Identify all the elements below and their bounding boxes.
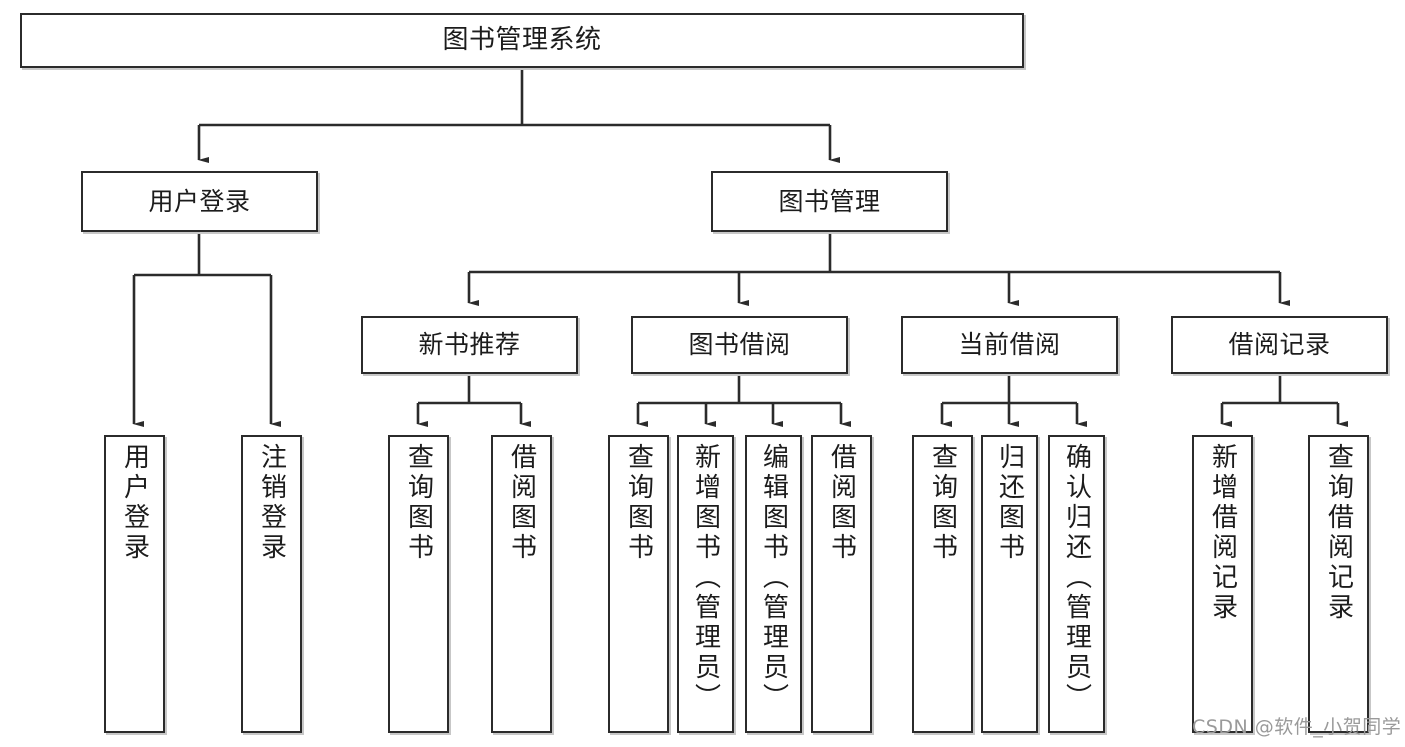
node-label: 当前借阅 bbox=[958, 330, 1061, 359]
node-label: 注销登录 bbox=[256, 443, 287, 563]
node-leaf-logout-login[interactable]: 注销登录 bbox=[241, 435, 302, 733]
node-label: 图书管理 bbox=[778, 186, 881, 216]
node-label: 归还图书 bbox=[994, 443, 1025, 563]
node-leaf-add-borrow-record[interactable]: 新增借阅记录 bbox=[1192, 435, 1253, 733]
node-label: 编辑图书（管理员） bbox=[758, 443, 789, 713]
node-label: 借阅图书 bbox=[506, 443, 537, 563]
node-leaf-add-book[interactable]: 新增图书（管理员） bbox=[677, 435, 734, 733]
node-new-book-recommend[interactable]: 新书推荐 bbox=[361, 316, 578, 374]
node-user-login[interactable]: 用户登录 bbox=[81, 171, 318, 232]
node-leaf-query-book-1[interactable]: 查询图书 bbox=[388, 435, 449, 733]
node-current-borrow[interactable]: 当前借阅 bbox=[901, 316, 1118, 374]
node-leaf-query-borrow-record[interactable]: 查询借阅记录 bbox=[1308, 435, 1369, 733]
node-label: 确认归还（管理员） bbox=[1061, 443, 1092, 713]
node-label: 借阅图书 bbox=[826, 443, 857, 563]
node-label: 查询图书 bbox=[403, 443, 434, 563]
node-leaf-borrow-book-2[interactable]: 借阅图书 bbox=[811, 435, 872, 733]
node-label: 查询图书 bbox=[927, 443, 958, 563]
node-label: 查询借阅记录 bbox=[1323, 443, 1354, 623]
node-leaf-query-book-2[interactable]: 查询图书 bbox=[608, 435, 669, 733]
node-book-management[interactable]: 图书管理 bbox=[711, 171, 948, 232]
node-leaf-confirm-return[interactable]: 确认归还（管理员） bbox=[1048, 435, 1105, 733]
node-label: 查询图书 bbox=[623, 443, 654, 563]
node-label: 图书借阅 bbox=[688, 330, 791, 359]
node-label: 用户登录 bbox=[148, 186, 251, 216]
node-leaf-borrow-book-1[interactable]: 借阅图书 bbox=[491, 435, 552, 733]
node-label: 图书管理系统 bbox=[442, 24, 602, 55]
node-root-book-management-system[interactable]: 图书管理系统 bbox=[20, 13, 1024, 68]
node-label: 用户登录 bbox=[119, 443, 150, 563]
node-borrow-record[interactable]: 借阅记录 bbox=[1171, 316, 1388, 374]
node-label: 新增图书（管理员） bbox=[690, 443, 721, 713]
node-leaf-query-book-3[interactable]: 查询图书 bbox=[912, 435, 973, 733]
node-label: 新增借阅记录 bbox=[1207, 443, 1238, 623]
node-leaf-return-book[interactable]: 归还图书 bbox=[981, 435, 1038, 733]
node-leaf-user-login[interactable]: 用户登录 bbox=[104, 435, 165, 733]
node-label: 新书推荐 bbox=[418, 330, 521, 359]
node-book-borrow[interactable]: 图书借阅 bbox=[631, 316, 848, 374]
node-label: 借阅记录 bbox=[1228, 330, 1331, 359]
node-leaf-edit-book[interactable]: 编辑图书（管理员） bbox=[745, 435, 802, 733]
